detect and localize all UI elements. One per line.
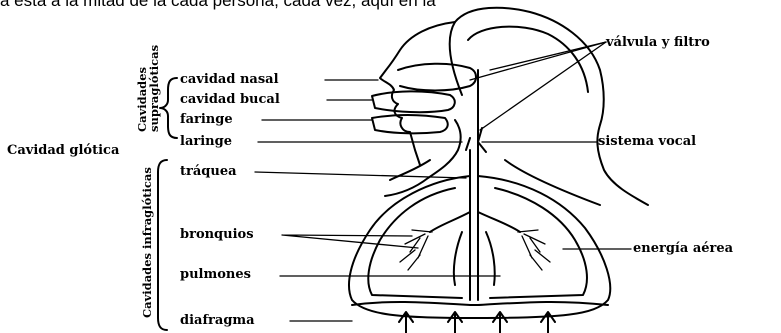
label-valvula-filtro: válvula y filtro [606,36,710,49]
label-cavidad-bucal: cavidad bucal [180,93,280,106]
label-faringe: faringe [180,113,233,126]
leader-valvula-1 [470,42,606,80]
skull-inner [468,27,588,92]
label-pulmones: pulmones [180,268,251,281]
label-infraglotica-group: Cavidades infraglóticas [141,167,153,318]
left-lung-inner [454,232,462,285]
right-lung-inner [486,232,495,285]
nasal-cavity-shape [398,64,476,91]
thorax-inner-left [368,188,462,298]
label-energia-aerea: energía aérea [633,242,733,255]
thorax-inner-right [490,188,587,298]
right-shoulder [505,160,600,205]
right-bronchi [518,230,550,270]
label-traquea: tráquea [180,165,237,178]
leader-bronquios [282,235,418,248]
throat-front [385,120,461,196]
leader-valvula-2 [490,42,606,70]
trachea-split [430,212,520,232]
pharynx-shape [372,115,448,133]
oral-cavity-shape [372,91,455,112]
supra-brace [160,78,177,138]
diaphragm-line [352,302,608,305]
thorax-outer [349,176,610,318]
label-bronquios: bronquios [180,228,254,241]
label-supraglotica-line2: supraglóticas [148,45,160,132]
label-cavidad-nasal: cavidad nasal [180,73,279,86]
label-cavidad-glotica: Cavidad glótica [7,144,119,157]
up-arrow-2 [448,312,462,333]
infra-brace [158,160,167,330]
larynx-valve [466,128,486,152]
up-arrows [399,312,555,333]
up-arrow-3 [493,312,507,333]
label-sistema-vocal: sistema vocal [598,135,696,148]
label-laringe: laringe [180,135,232,148]
label-supraglotica-group: Cavidades supraglóticas [136,45,160,132]
label-diafragma: diafragma [180,314,255,327]
